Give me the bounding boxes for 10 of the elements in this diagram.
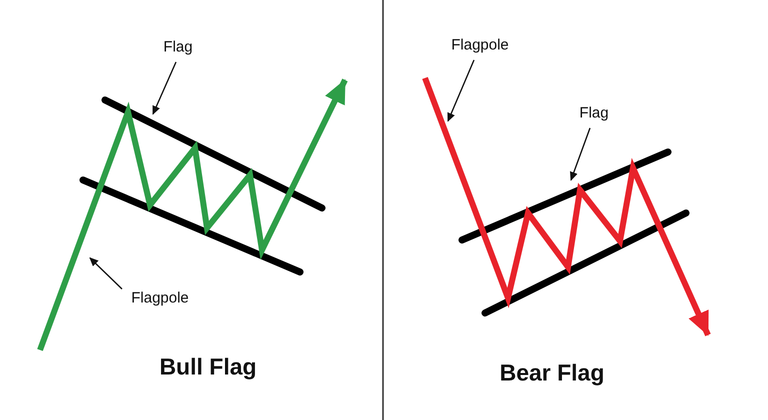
callout-label: Flag [163, 38, 193, 56]
callout-label: Flagpole [131, 290, 189, 306]
leader-line [570, 128, 591, 181]
leader-line [447, 60, 475, 122]
callout-label: Flagpole [451, 36, 509, 54]
pattern-title: Bull Flag [159, 354, 257, 380]
pattern-title: Bear Flag [500, 360, 604, 386]
callout-label: Flag [579, 104, 609, 122]
leader-line [89, 257, 122, 290]
leader-line [152, 62, 177, 115]
